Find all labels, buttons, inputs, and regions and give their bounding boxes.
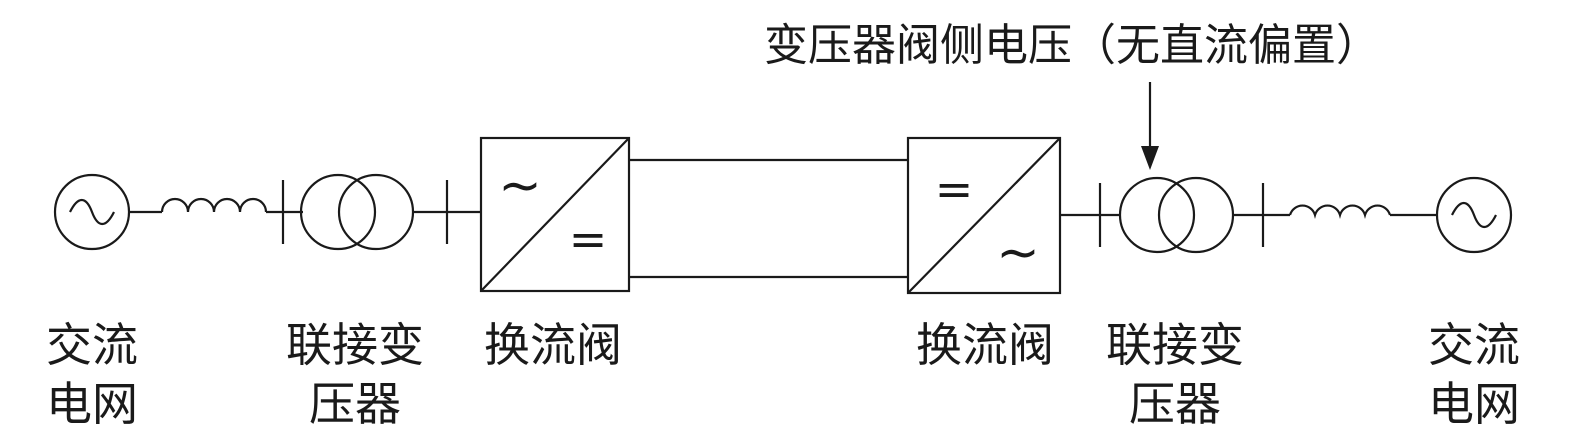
- left-converter-label: 换流阀: [484, 318, 622, 372]
- left-transformer-label-line2: 压器: [309, 377, 401, 431]
- right-grid-label-line1: 交流: [1428, 318, 1520, 372]
- left-converter-ac-symbol: ~: [498, 156, 542, 216]
- left-transformer-icon: [299, 173, 415, 251]
- right-converter-ac-symbol: ~: [996, 223, 1040, 283]
- left-transformer-label-line1: 联接变: [286, 318, 424, 372]
- right-converter-valve: = ~: [906, 136, 1062, 295]
- right-transformer-label-line1: 联接变: [1106, 318, 1244, 372]
- right-converter-dc-symbol: =: [935, 162, 974, 216]
- left-converter-dc-symbol: =: [569, 212, 608, 266]
- left-converter-valve: ~ =: [479, 136, 631, 293]
- right-grid-label-line2: 电网: [1428, 377, 1520, 431]
- right-source-sine-icon: [1451, 201, 1497, 229]
- left-grid-label-line2: 电网: [46, 377, 138, 431]
- left-ac-source: [53, 173, 131, 251]
- right-transformer-label-line2: 压器: [1129, 377, 1221, 431]
- annotation-arrow-head-icon: [1141, 146, 1159, 170]
- left-grid-label-line1: 交流: [46, 318, 138, 372]
- right-converter-label: 换流阀: [916, 318, 1054, 372]
- left-inductor-icon: [160, 197, 268, 213]
- valve-side-voltage-annotation: 变压器阀侧电压（无直流偏置）: [764, 20, 1380, 71]
- right-ac-source: [1435, 176, 1513, 254]
- left-source-sine-icon: [69, 198, 115, 226]
- right-inductor-icon: [1288, 204, 1392, 219]
- right-transformer-icon: [1118, 176, 1235, 254]
